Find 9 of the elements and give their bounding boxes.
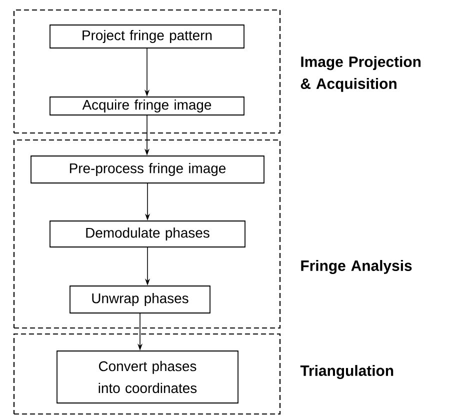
section-heading: Image Projection & Acquisition (300, 56, 421, 92)
process-box: Acquire fringe image (50, 96, 244, 116)
process-box: Demodulate phases (50, 220, 246, 248)
section-heading: Triangulation (300, 365, 394, 379)
process-box: Project fringe pattern (50, 24, 244, 48)
process-box: Pre-process fringe image (30, 156, 264, 184)
section-heading: Fringe Analysis (301, 260, 412, 274)
process-box: Unwrap phases (70, 286, 210, 314)
process-box: Convert phases into coordinates (56, 350, 238, 404)
